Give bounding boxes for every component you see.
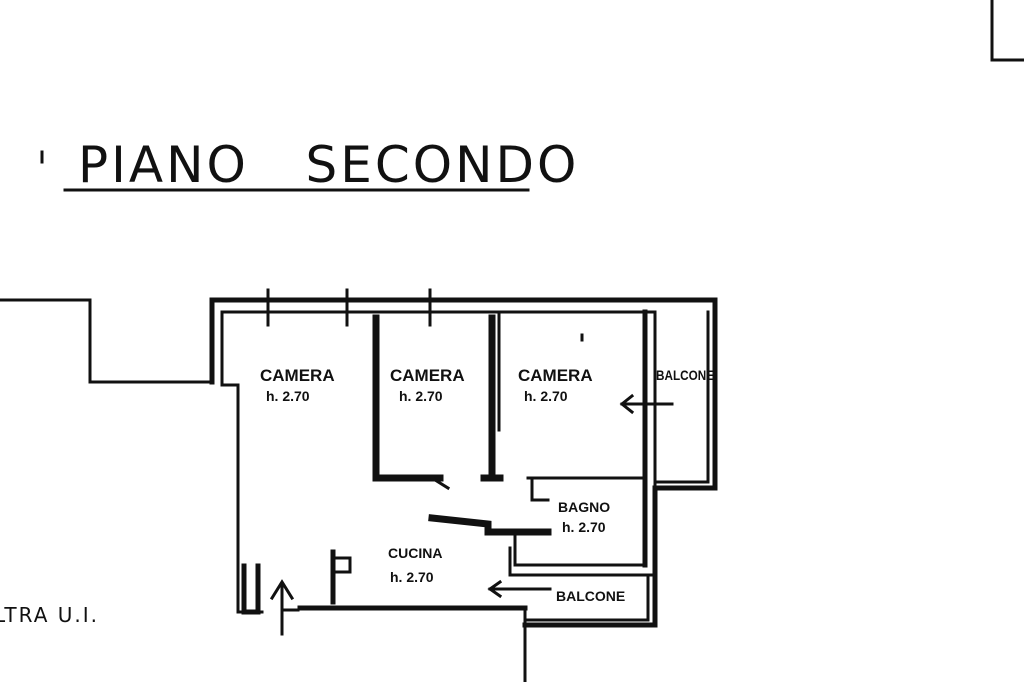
balcony-arrow-head xyxy=(487,579,503,599)
room-height: h. 2.70 xyxy=(562,519,606,535)
entrance-wall xyxy=(241,563,261,615)
entrance-arrow-head xyxy=(269,579,295,601)
room-height: h. 2.70 xyxy=(266,388,310,404)
balcony-label: BALCONE xyxy=(656,367,714,383)
balcony-label: BALCONE xyxy=(556,588,625,604)
room-height: h. 2.70 xyxy=(524,388,568,404)
bathroom-wall xyxy=(530,476,550,502)
room-height: h. 2.70 xyxy=(390,569,434,585)
small-niche xyxy=(331,556,352,574)
neighbour-outline xyxy=(0,298,214,384)
room-name: CAMERA xyxy=(260,366,335,385)
outer-wall xyxy=(209,297,718,628)
side-label: LTRA U.I. xyxy=(0,603,99,627)
room-name: BAGNO xyxy=(558,499,610,515)
balcony-arrow-head xyxy=(619,393,635,415)
room-name: CUCINA xyxy=(388,545,442,561)
page-title: PIANO SECONDO xyxy=(78,136,579,194)
door-swing xyxy=(429,475,451,491)
bathroom-wall xyxy=(513,528,647,567)
room-name: CAMERA xyxy=(518,366,593,385)
room-height: h. 2.70 xyxy=(399,388,443,404)
bathroom-door xyxy=(428,514,552,536)
inner-outer-wall xyxy=(220,310,657,387)
room-name: CAMERA xyxy=(390,366,465,385)
corner-frame xyxy=(990,0,1024,62)
